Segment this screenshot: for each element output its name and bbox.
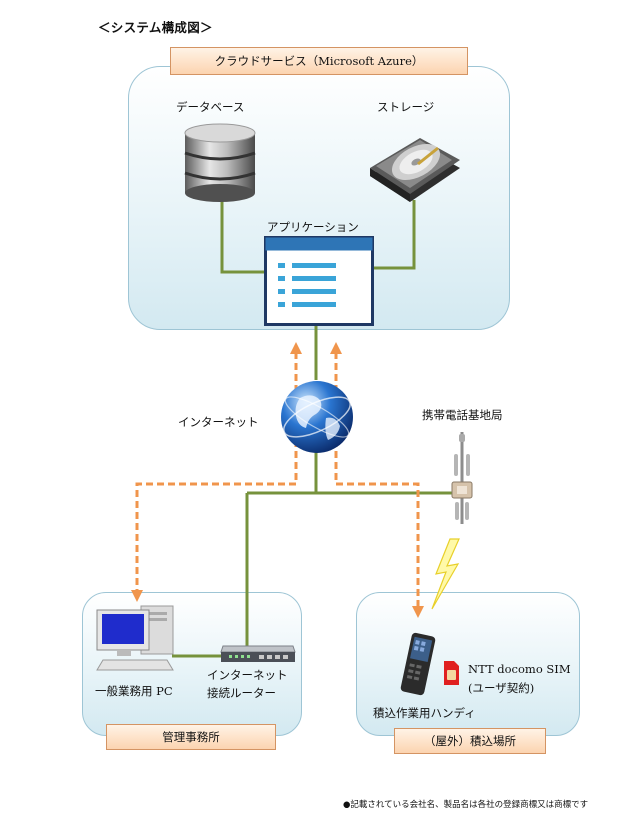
pc-label: 一般業務用 PC <box>95 684 173 698</box>
antenna-tower-icon <box>448 430 476 526</box>
handheld-label: 積込作業用ハンディ <box>373 706 476 720</box>
database-icon <box>183 123 257 203</box>
loading-site-banner: （屋外）積込場所 <box>394 728 546 754</box>
office-data-path <box>135 352 298 592</box>
office-path-arrow-up <box>290 342 302 354</box>
sim-label-line2: (ユーザ契約) <box>468 681 535 695</box>
sim-card-icon <box>442 660 460 686</box>
lightning-icon <box>428 538 462 610</box>
router-label-line1: インターネット <box>207 668 288 682</box>
sim-label-line1: NTT docomo SIM <box>468 662 571 676</box>
trademark-note: ●記載されている会社名、製品名は各社の登録商標又は商標です <box>343 800 589 810</box>
base-station-label: 携帯電話基地局 <box>422 408 503 422</box>
application-label: アプリケーション <box>267 220 359 234</box>
handheld-terminal-icon <box>400 632 436 696</box>
application-window-icon <box>264 236 374 326</box>
router-icon <box>219 642 297 664</box>
globe-icon <box>278 378 356 456</box>
cloud-banner: クラウドサービス（Microsoft Azure） <box>170 47 468 75</box>
diagram-title: ＜システム構成図＞ <box>98 20 213 35</box>
hard-disk-icon <box>366 118 462 204</box>
site-path-arrow-up <box>330 342 342 354</box>
office-path-arrow-down <box>131 590 143 602</box>
database-label: データベース <box>176 100 245 114</box>
router-label-line2: 接続ルーター <box>207 686 276 700</box>
desktop-pc-icon <box>95 604 177 674</box>
storage-label: ストレージ <box>377 100 435 114</box>
site-path-arrow-down <box>412 606 424 618</box>
office-banner: 管理事務所 <box>106 724 276 750</box>
storage-to-app-cable <box>372 200 416 270</box>
db-to-app-cable <box>220 200 268 274</box>
internet-label: インターネット <box>178 415 259 429</box>
